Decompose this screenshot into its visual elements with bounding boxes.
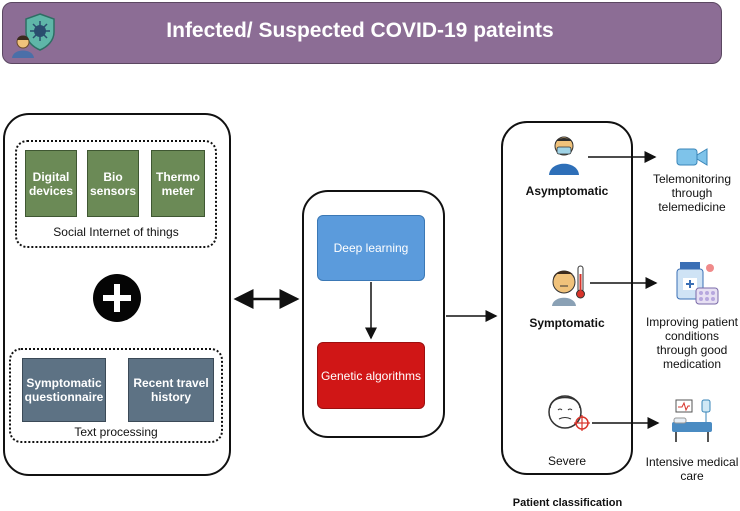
digital-devices-box: Digital devices [25,150,77,217]
recent-travel-history-box: Recent travel history [128,358,214,422]
patient-classification-label: Patient classification [512,497,623,509]
iot-group [15,140,217,248]
plus-icon [93,274,141,322]
video-camera-icon [676,148,708,166]
deep-learning-box: Deep learning [317,215,425,281]
text-processing-group [9,348,223,443]
hospital-bed-icon [672,399,712,442]
medication-icon [676,262,719,305]
page-title: Infected/ Suspected COVID-19 pateints [166,19,554,42]
symptomatic-label: Symptomatic [529,316,605,330]
patient-virus-shield-icon [12,13,55,58]
iot-group-label: Social Internet of things [53,225,179,239]
header-banner [2,2,722,64]
severe-label: Severe [547,454,587,468]
asymptomatic-label: Asymptomatic [525,184,609,198]
intensive-care-outcome: Intensive medical care [645,455,739,483]
genetic-algorithms-box: Genetic algorithms [317,342,425,409]
text-processing-label: Text processing [74,425,158,439]
masked-person-icon [549,136,579,175]
sick-person-icon [548,395,590,431]
person-thermometer-icon [552,265,585,306]
symptomatic-questionnaire-box: Symptomatic questionnaire [22,358,106,422]
telemonitoring-outcome: Telemonitoring through telemedicine [652,172,732,214]
bio-sensors-box: Bio sensors [87,150,139,217]
thermometer-box: Thermo meter [151,150,205,217]
medication-outcome: Improving patient conditions through goo… [645,315,739,371]
